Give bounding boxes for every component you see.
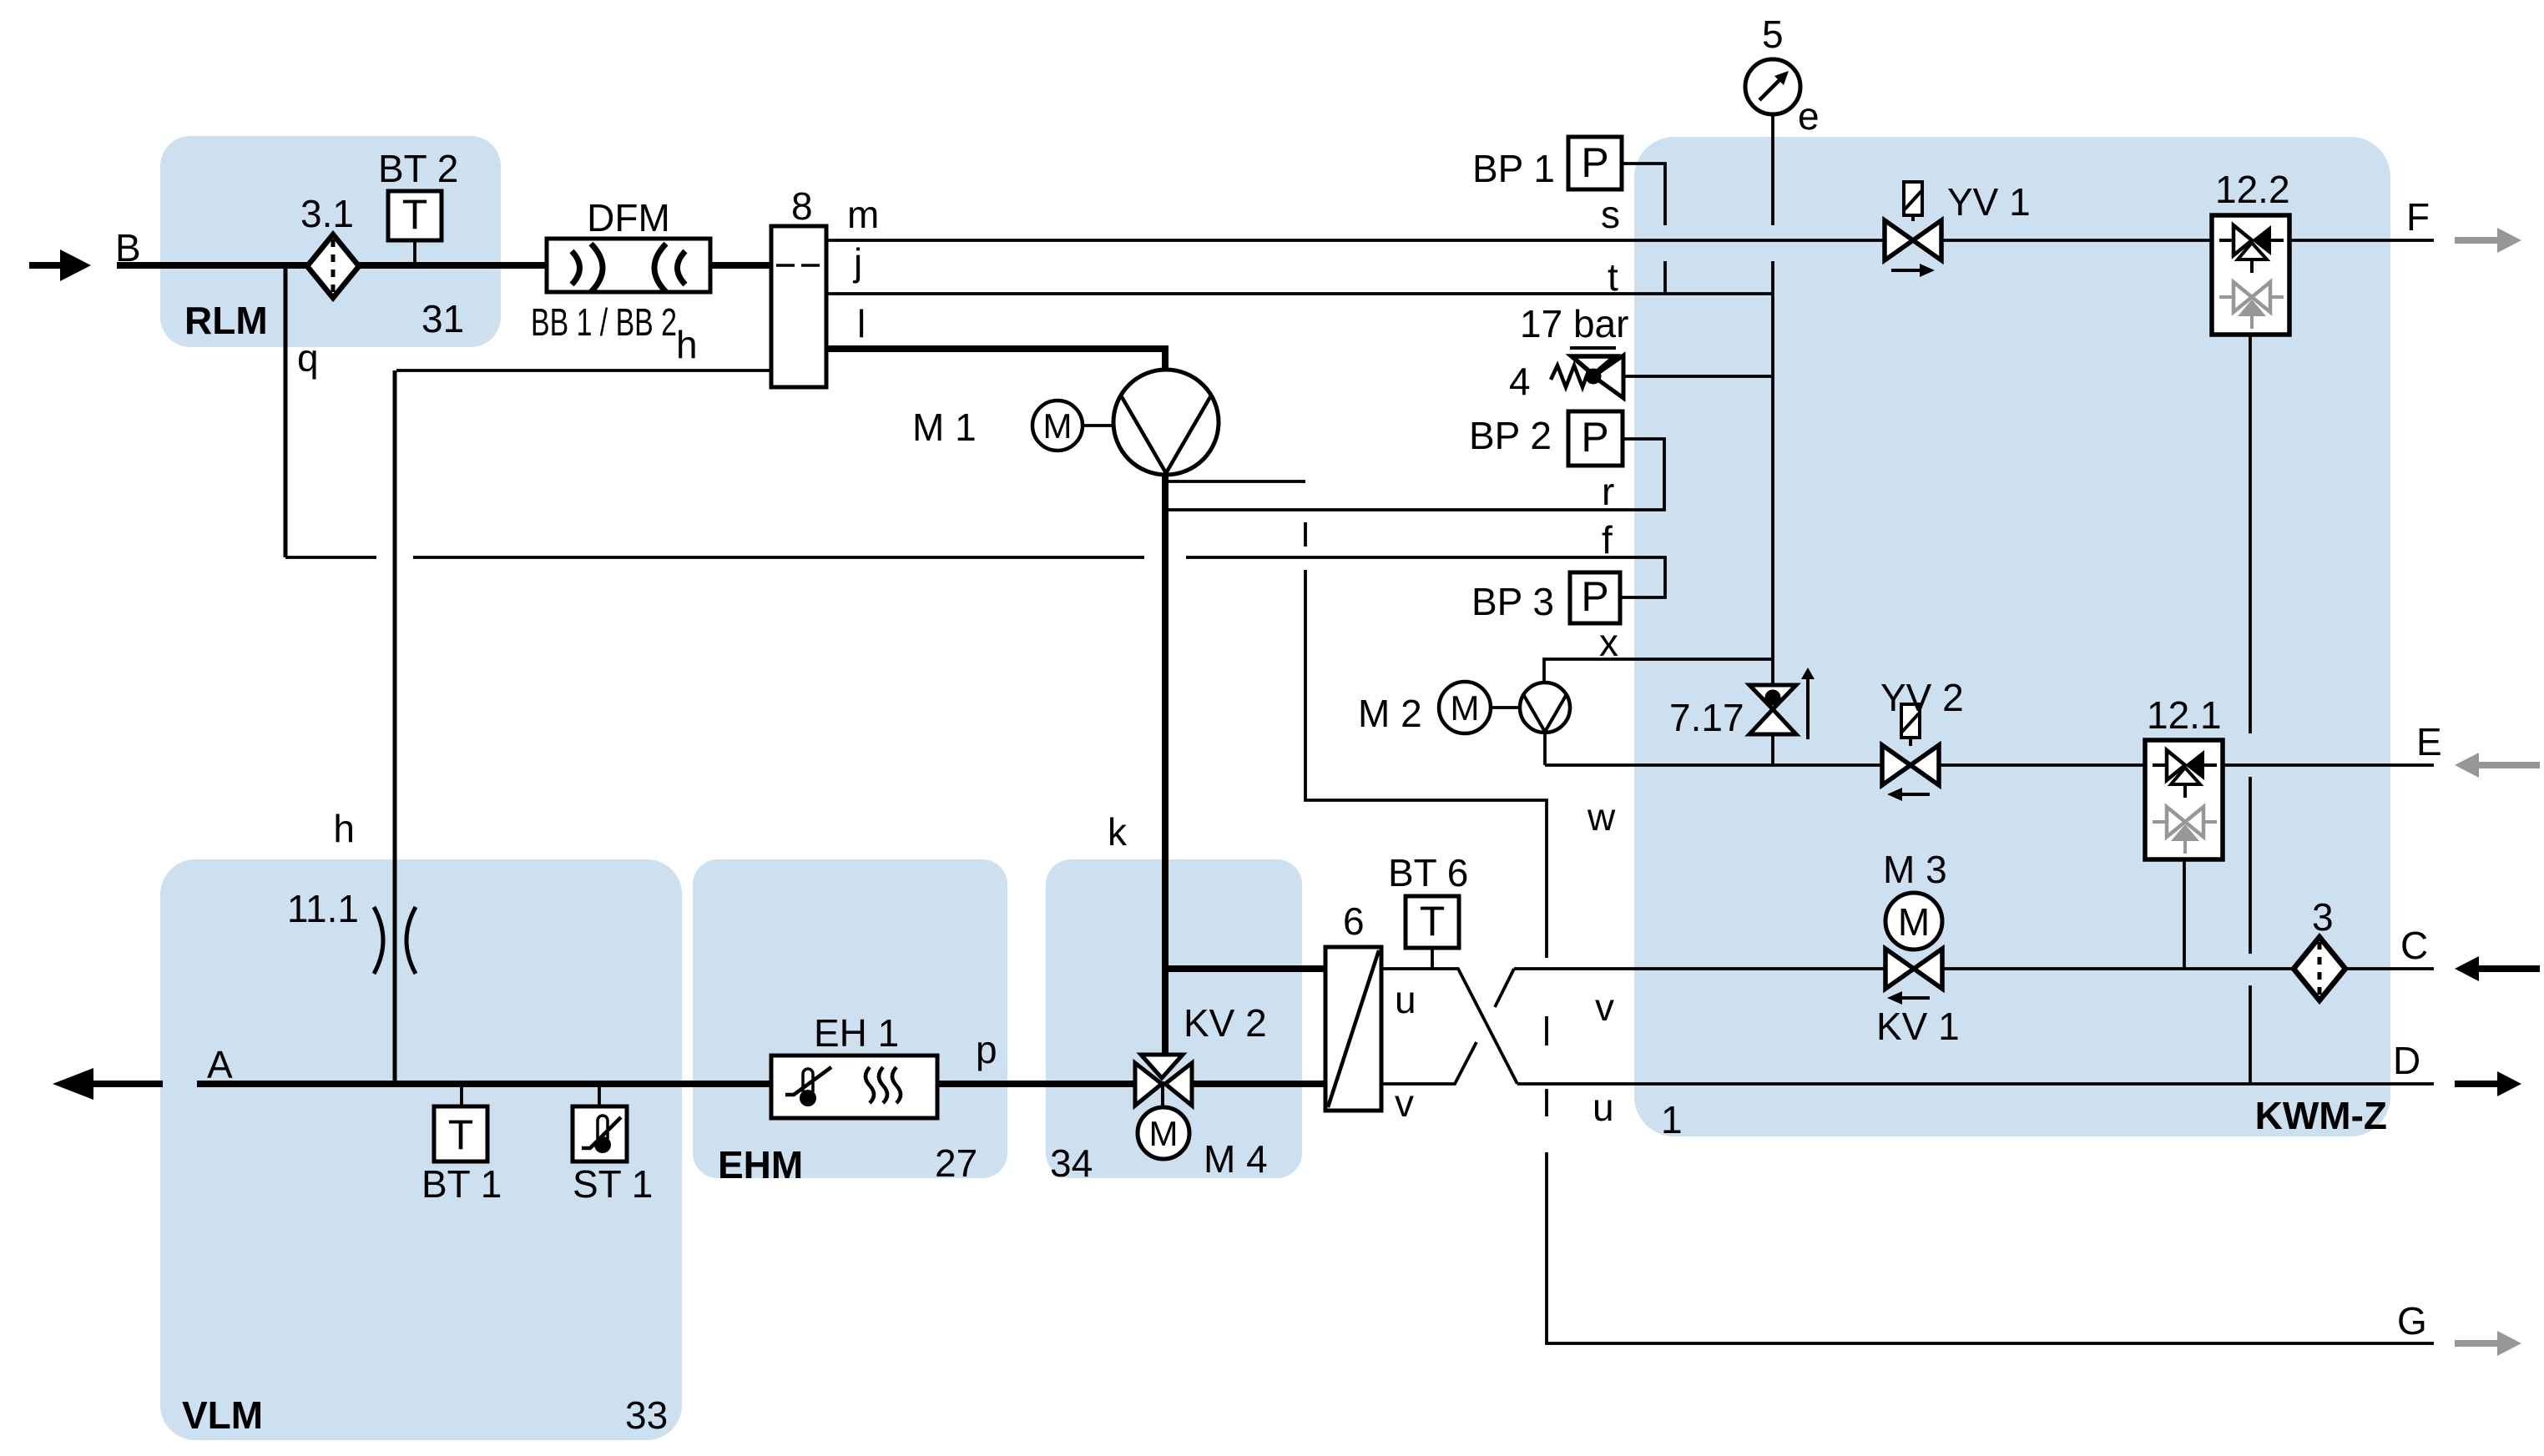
- svg-text:YV 2: YV 2: [1880, 676, 1964, 719]
- svg-text:r: r: [1602, 470, 1614, 513]
- svg-text:M: M: [1451, 688, 1480, 728]
- svg-text:M 4: M 4: [1204, 1137, 1268, 1181]
- svg-text:KWM-Z: KWM-Z: [2255, 1094, 2387, 1137]
- svg-text:31: 31: [421, 297, 464, 340]
- svg-text:4: 4: [1509, 360, 1531, 403]
- svg-text:x: x: [1599, 621, 1618, 664]
- svg-text:T: T: [402, 191, 428, 238]
- svg-text:M: M: [1149, 1114, 1179, 1153]
- svg-text:BT 2: BT 2: [378, 147, 458, 190]
- svg-text:ST 1: ST 1: [573, 1162, 653, 1206]
- svg-text:33: 33: [625, 1393, 668, 1437]
- svg-text:p: p: [976, 1028, 997, 1071]
- svg-text:T: T: [1420, 898, 1446, 945]
- svg-text:5: 5: [1762, 13, 1784, 56]
- svg-text:EHM: EHM: [718, 1143, 803, 1186]
- svg-text:DFM: DFM: [587, 196, 670, 239]
- svg-text:1: 1: [1661, 1098, 1683, 1141]
- svg-text:C: C: [2400, 924, 2428, 967]
- svg-text:F: F: [2406, 195, 2430, 239]
- svg-text:M: M: [1898, 900, 1930, 944]
- svg-text:m: m: [847, 193, 879, 236]
- svg-text:BP 3: BP 3: [1471, 580, 1554, 623]
- svg-text:B: B: [115, 226, 141, 270]
- svg-text:M 1: M 1: [912, 406, 977, 449]
- svg-text:M 3: M 3: [1883, 848, 1947, 891]
- svg-text:P: P: [1581, 573, 1608, 620]
- svg-text:3: 3: [2312, 895, 2334, 939]
- svg-text:E: E: [2416, 720, 2442, 763]
- svg-text:w: w: [1587, 795, 1616, 839]
- svg-text:34: 34: [1050, 1141, 1093, 1185]
- svg-text:12.2: 12.2: [2215, 168, 2290, 211]
- svg-text:12.1: 12.1: [2147, 693, 2222, 737]
- svg-text:e: e: [1798, 94, 1820, 138]
- svg-text:VLM: VLM: [182, 1393, 263, 1437]
- svg-text:27: 27: [935, 1141, 977, 1185]
- svg-text:8: 8: [791, 184, 813, 228]
- svg-text:v: v: [1395, 1081, 1414, 1125]
- svg-text:k: k: [1108, 810, 1128, 854]
- svg-text:7.17: 7.17: [1669, 696, 1744, 739]
- svg-text:6: 6: [1343, 899, 1365, 943]
- svg-text:h: h: [333, 807, 355, 850]
- svg-text:YV 1: YV 1: [1947, 180, 2031, 224]
- svg-text:s: s: [1601, 193, 1620, 236]
- svg-text:f: f: [1602, 518, 1613, 562]
- svg-text:t: t: [1608, 255, 1618, 299]
- svg-text:P: P: [1581, 414, 1608, 461]
- svg-text:G: G: [2397, 1299, 2427, 1343]
- svg-text:v: v: [1595, 985, 1614, 1029]
- svg-text:KV 1: KV 1: [1876, 1005, 1960, 1048]
- svg-text:KV 2: KV 2: [1184, 1001, 1267, 1045]
- svg-text:M 2: M 2: [1358, 692, 1422, 735]
- svg-text:P: P: [1581, 139, 1608, 186]
- svg-text:BT 1: BT 1: [421, 1162, 502, 1206]
- svg-text:A: A: [207, 1043, 233, 1086]
- svg-text:3.1: 3.1: [300, 192, 354, 235]
- svg-text:u: u: [1593, 1086, 1614, 1129]
- svg-text:D: D: [2393, 1039, 2420, 1082]
- svg-text:l: l: [857, 302, 866, 345]
- svg-text:RLM: RLM: [184, 299, 268, 342]
- svg-text:11.1: 11.1: [287, 887, 359, 930]
- svg-text:BT 6: BT 6: [1388, 851, 1468, 894]
- svg-text:BP 1: BP 1: [1472, 147, 1555, 190]
- svg-text:u: u: [1395, 978, 1416, 1021]
- svg-text:q: q: [297, 336, 319, 380]
- svg-text:EH 1: EH 1: [814, 1011, 899, 1055]
- svg-text:BP 2: BP 2: [1469, 414, 1552, 457]
- svg-text:17 bar: 17 bar: [1520, 302, 1628, 345]
- svg-text:h: h: [676, 323, 698, 366]
- svg-text:M: M: [1043, 406, 1073, 446]
- svg-text:BB 1 / BB 2: BB 1 / BB 2: [531, 300, 677, 344]
- svg-text:j: j: [852, 240, 862, 284]
- svg-text:T: T: [448, 1111, 474, 1158]
